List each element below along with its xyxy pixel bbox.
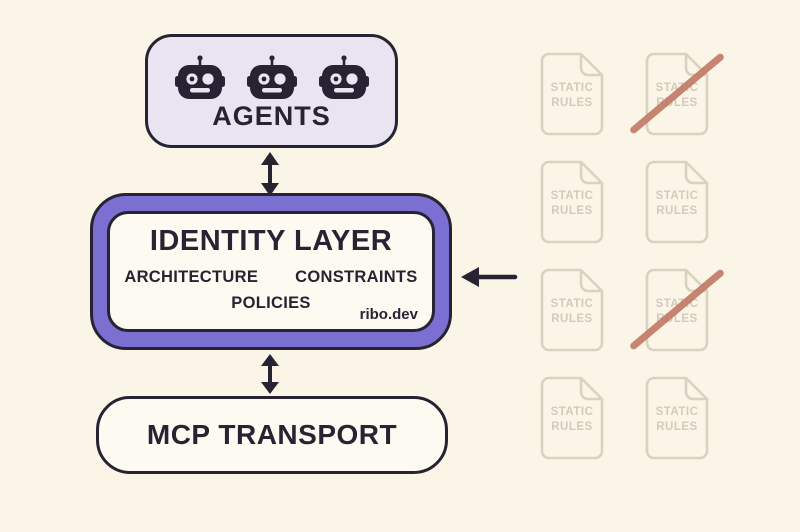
document-icon <box>540 376 604 460</box>
identity-items-row: ARCHITECTURE CONSTRAINTS <box>124 269 417 286</box>
robot-icon <box>246 55 297 99</box>
static-rules-doc: STATIC RULES <box>540 268 604 352</box>
brand-label: ribo.dev <box>359 306 418 323</box>
left-arrow-icon <box>461 267 518 287</box>
document-icon <box>645 376 709 460</box>
agents-label: AGENTS <box>212 101 331 131</box>
identity-layer-title: IDENTITY LAYER <box>149 225 393 257</box>
static-rules-label: STATIC RULES <box>550 406 594 433</box>
document-icon <box>645 160 709 244</box>
document-icon <box>540 160 604 244</box>
static-rules-doc: STATIC RULES <box>645 376 709 460</box>
static-rules-doc: STATIC RULES <box>645 160 709 244</box>
agents-box: AGENTS <box>145 34 398 148</box>
mcp-transport-label: MCP TRANSPORT <box>146 419 398 450</box>
robots-row <box>174 54 369 100</box>
static-rules-doc: STATIC RULES <box>540 52 604 136</box>
document-icon <box>540 52 604 136</box>
static-rules-doc: STATIC RULES <box>540 160 604 244</box>
identity-layer-box: IDENTITY LAYER ARCHITECTURE CONSTRAINTS … <box>90 193 452 350</box>
identity-layer-inner: IDENTITY LAYER ARCHITECTURE CONSTRAINTS … <box>107 211 435 332</box>
static-rules-doc: STATIC RULES <box>628 52 726 136</box>
identity-item-architecture: ARCHITECTURE <box>124 268 259 286</box>
bidirectional-arrow-icon <box>261 354 279 394</box>
bidirectional-arrow-icon <box>261 152 279 196</box>
static-rules-doc: STATIC RULES <box>628 268 726 352</box>
identity-item-constraints: CONSTRAINTS <box>295 268 418 286</box>
static-rules-doc: STATIC RULES <box>540 376 604 460</box>
static-rules-label: STATIC RULES <box>550 298 594 325</box>
robot-icon <box>318 55 369 99</box>
static-rules-label: STATIC RULES <box>655 406 699 433</box>
identity-item-policies: POLICIES <box>231 293 311 312</box>
robot-icon <box>174 55 225 99</box>
document-icon <box>540 268 604 352</box>
static-rules-grid: STATIC RULES STATIC RULES STATIC RULES <box>540 52 726 460</box>
static-rules-label: STATIC RULES <box>550 82 594 109</box>
mcp-transport-box: MCP TRANSPORT <box>96 396 448 474</box>
static-rules-label: STATIC RULES <box>655 190 699 217</box>
static-rules-label: STATIC RULES <box>550 190 594 217</box>
